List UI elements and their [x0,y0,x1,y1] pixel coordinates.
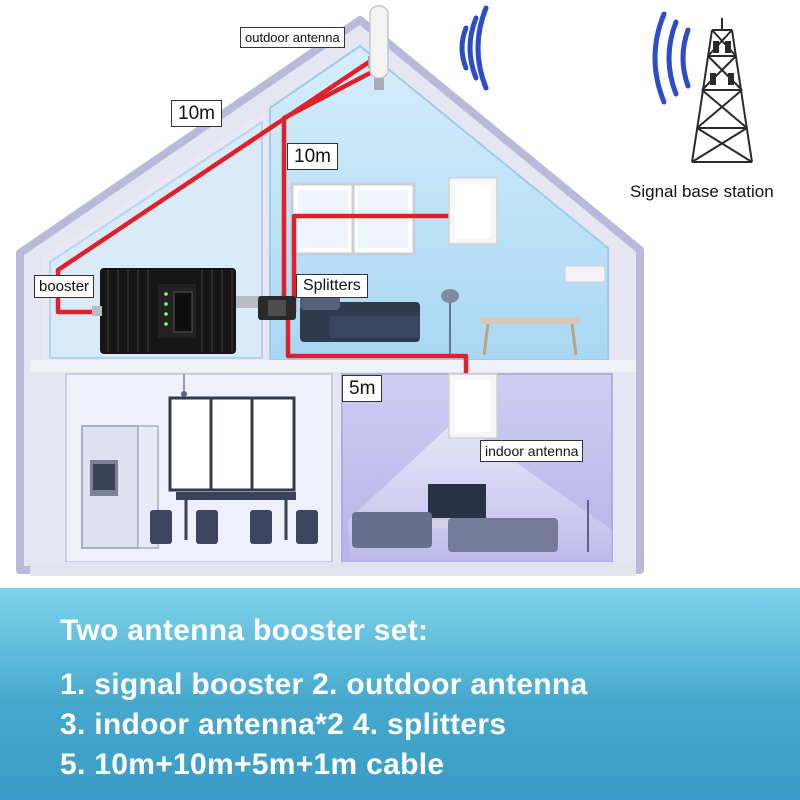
splitter [258,296,296,320]
bed [300,292,420,342]
booster-label: booster [34,275,95,298]
signal-tower [691,18,753,163]
booster-device [92,268,260,354]
cable-length-label-top-left: 10m [171,100,222,127]
indoor-antenna-top [448,177,498,245]
cable-length-label-bottom: 5m [342,375,383,402]
living-room-furniture [348,420,612,560]
house-diagram [16,5,753,576]
indoor-antenna-label: indoor antenna [480,440,584,462]
cable-length-label-top-mid: 10m [287,143,338,170]
kit-line-2: 3. indoor antenna*2 4. splitters [60,708,507,741]
signal-waves-house [459,5,489,91]
outdoor-antenna [368,5,389,90]
indoor-antenna-bottom [448,373,498,439]
signal-waves-tower [652,11,691,105]
kit-line-3: 5. 10m+10m+5m+1m cable [60,748,445,781]
kit-contents-panel: Two antenna booster set: 1. signal boost… [0,588,800,800]
desk [441,265,606,356]
house-base [30,562,636,576]
floor-slab [30,360,636,372]
cable-splitter-to-indoor-antenna [285,312,469,375]
kit-line-1: 1. signal booster 2. outdoor antenna [60,668,588,701]
kitchen [81,374,318,549]
kit-title: Two antenna booster set: [60,614,429,647]
outdoor-antenna-label: outdoor antenna [240,27,345,48]
splitters-label: Splitters [296,274,368,298]
base-station-label: Signal base station [630,182,774,201]
bedroom-window [290,182,416,256]
